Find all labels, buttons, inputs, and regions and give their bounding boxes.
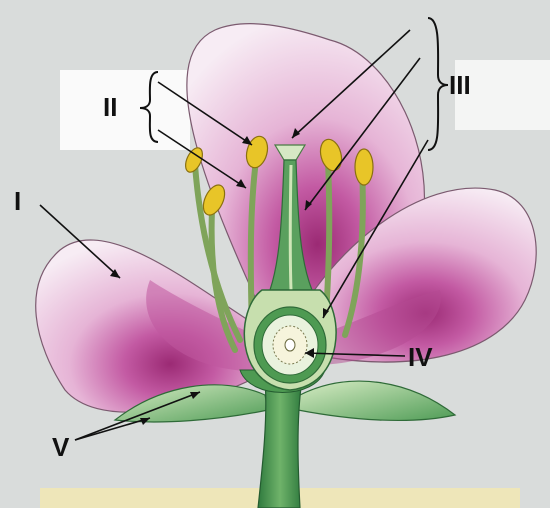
label-stamen: II bbox=[103, 92, 117, 122]
ovule-center bbox=[285, 339, 295, 351]
label-ovule: IV bbox=[408, 342, 433, 372]
label-petal: I bbox=[14, 186, 21, 216]
anther bbox=[355, 149, 373, 185]
label-pistil: III bbox=[449, 70, 471, 100]
style-highlight bbox=[290, 165, 291, 290]
label-sepal: V bbox=[52, 432, 70, 462]
